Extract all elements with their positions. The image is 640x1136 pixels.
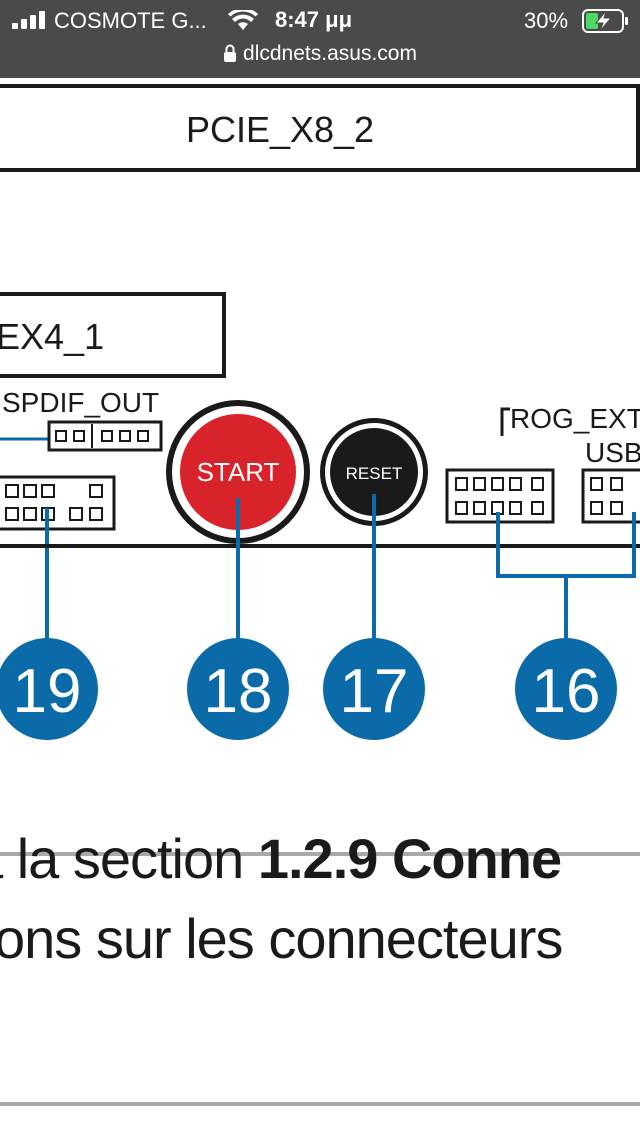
battery-charging-icon — [582, 9, 628, 33]
usb-label: USB — [585, 437, 640, 468]
caption-line-2-text: ons sur les connecteurs — [0, 907, 563, 970]
rog-ext-bracket — [500, 407, 510, 436]
status-bar: COSMOTE G... 8:47 μμ 30% dlcdnets.asus.c… — [0, 0, 640, 78]
callout-18: 18 — [187, 638, 289, 740]
caption-line-1: a la section 1.2.9 Conne — [0, 826, 640, 896]
url-text: dlcdnets.asus.com — [243, 42, 417, 65]
motherboard-diagram: PCIE_X8_2 EX4_1 SPDIF_OUT — [0, 84, 640, 740]
callout-19-number: 19 — [13, 657, 82, 726]
start-button-diagram: START — [166, 400, 310, 544]
start-label: START — [197, 457, 280, 487]
clock: 8:47 μμ — [275, 7, 353, 32]
pcie-slot-label: PCIE_X8_2 — [186, 109, 374, 150]
spdif-header — [47, 420, 163, 452]
reset-label: RESET — [346, 464, 403, 483]
reset-button-diagram: RESET — [320, 418, 428, 526]
section-divider-top — [0, 852, 640, 856]
rog-ext-label: ROG_EXT — [510, 403, 640, 434]
pcie-slot-outline — [0, 84, 640, 172]
callout-17-number: 17 — [340, 657, 409, 726]
callout-18-number: 18 — [204, 657, 273, 726]
lock-icon — [224, 44, 237, 62]
callout-17: 17 — [323, 638, 425, 740]
signal-icon — [12, 11, 45, 29]
front-panel-header — [0, 475, 116, 531]
wifi-icon — [228, 10, 258, 30]
slot-2-outline — [0, 292, 226, 378]
manual-page: PCIE_X8_2 EX4_1 SPDIF_OUT — [0, 78, 640, 1136]
carrier-name: COSMOTE G... — [54, 8, 207, 33]
caption-line-1-bold: 1.2.9 Conne — [257, 827, 562, 890]
battery-percent: 30% — [524, 8, 569, 33]
callout-16: 16 — [515, 638, 617, 740]
caption-line-1-text: a la section — [0, 827, 258, 890]
callout-16-number: 16 — [532, 657, 601, 726]
spdif-label: SPDIF_OUT — [2, 387, 159, 418]
callout-19: 19 — [0, 638, 98, 740]
caption-line-2: ons sur les connecteurs — [0, 906, 640, 976]
slot-2-label: EX4_1 — [0, 316, 104, 357]
section-divider-bottom — [0, 1102, 640, 1106]
usb-header — [581, 468, 640, 524]
address-bar[interactable]: dlcdnets.asus.com — [0, 42, 640, 66]
